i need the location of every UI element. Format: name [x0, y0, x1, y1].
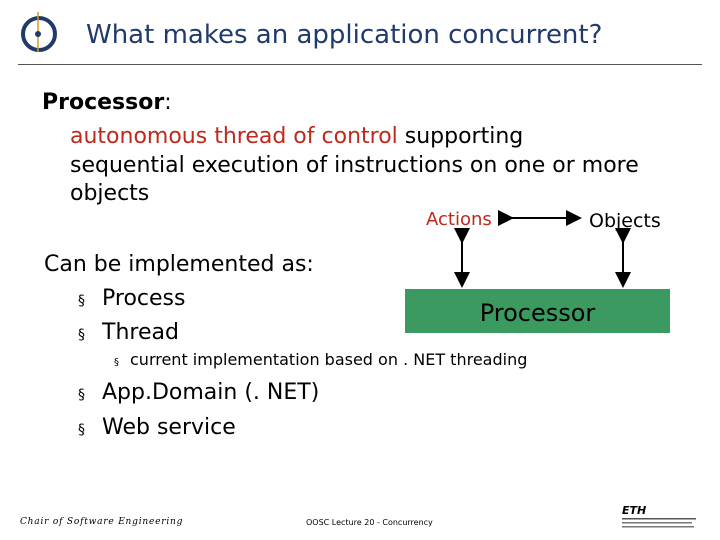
bullet-icon: § [78, 387, 85, 403]
definition-highlight: autonomous thread of control [70, 124, 398, 149]
list-item: § Web service [78, 417, 236, 439]
heading-colon: : [164, 90, 172, 115]
definition-rest: supporting [404, 124, 524, 149]
list-item-label: Web service [102, 415, 236, 440]
bullet-icon: § [78, 422, 85, 438]
sub-list-item: § current implementation based on . NET t… [114, 352, 527, 368]
footer-chair-label: Chair of Software Engineering [20, 517, 184, 527]
definition-line-3: objects [70, 181, 150, 206]
list-item-label: Process [102, 286, 186, 311]
footer-lecture-label: OOSC Lecture 20 - Concurrency [306, 518, 433, 527]
list-item-label: App.Domain (. NET) [102, 380, 320, 405]
bullet-icon: § [78, 327, 85, 343]
processor-heading-line: Processor: [42, 92, 172, 114]
definition-line-2: sequential execution of instructions on … [70, 153, 639, 178]
processor-box [405, 289, 670, 333]
page-title: What makes an application concurrent? [86, 20, 603, 50]
eth-logo: ETH [622, 504, 696, 528]
objects-label: Objects [589, 210, 661, 232]
list-item: § Thread [78, 322, 179, 344]
definition-line-1: autonomous thread of control supporting [70, 126, 523, 148]
actions-label: Actions [426, 209, 492, 230]
list-item: § App.Domain (. NET) [78, 382, 319, 404]
processor-heading: Processor [42, 90, 165, 115]
bullet-icon: § [114, 357, 119, 368]
list-item-label: Thread [102, 320, 179, 345]
svg-text:ETH: ETH [622, 504, 646, 517]
list-item: § Process [78, 288, 185, 310]
sub-list-item-label: current implementation based on . NET th… [130, 350, 528, 369]
title-divider [18, 64, 702, 65]
processor-box-label: Processor [479, 299, 596, 327]
bullet-icon: § [78, 293, 85, 309]
orbit-circle-icon [21, 12, 57, 52]
implemented-as-heading: Can be implemented as: [44, 252, 314, 277]
